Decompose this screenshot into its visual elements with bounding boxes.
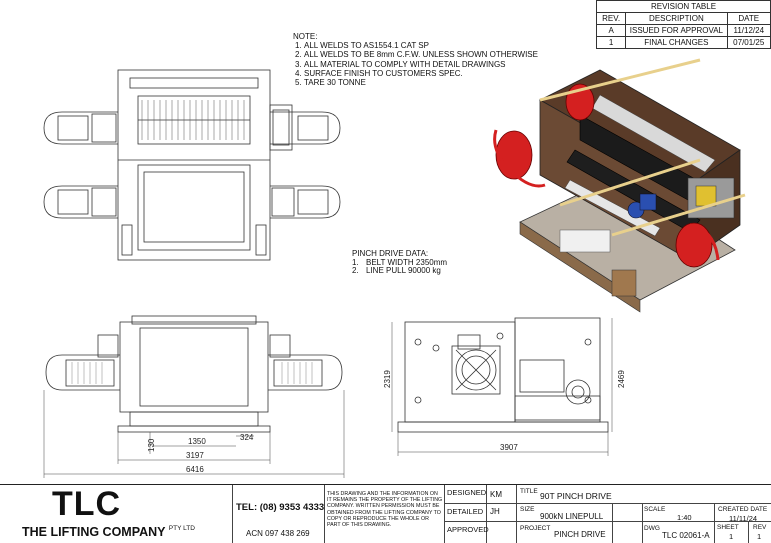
designed-by: KM xyxy=(490,490,502,499)
detailed-label: DETAILED xyxy=(447,507,484,516)
dimension-1350: 1350 xyxy=(188,437,206,446)
project-name: PINCH DRIVE xyxy=(554,530,606,539)
dimension-324: 324 xyxy=(240,433,254,442)
dimension-2469: 2469 xyxy=(617,370,626,388)
notes-heading: NOTE: xyxy=(293,32,318,41)
front-view xyxy=(45,315,343,433)
dimension-3907: 3907 xyxy=(500,443,518,452)
sheet-label: SHEET xyxy=(717,524,739,531)
scale-value: 1:40 xyxy=(677,513,692,522)
dimension-6416: 6416 xyxy=(186,465,204,474)
drawing-title: 90T PINCH DRIVE xyxy=(540,491,612,501)
general-notes: NOTE: 1.ALL WELDS TO AS1554.1 CAT SP 2.A… xyxy=(293,32,538,87)
size-label: SIZE xyxy=(520,506,535,513)
sheet-number: 1 xyxy=(729,532,734,541)
company-logo: TLC xyxy=(52,485,122,523)
detailed-by: JH xyxy=(490,507,500,516)
isometric-view xyxy=(493,58,746,313)
table-row: 1 FINAL CHANGES 07/01/25 xyxy=(595,36,771,49)
side-dimension-lines xyxy=(391,318,613,456)
project-label: PROJECT xyxy=(520,525,551,532)
note-item: 3.ALL MATERIAL TO COMPLY WITH DETAIL DRA… xyxy=(295,59,506,69)
pinch-item: 1.BELT WIDTH 2350mm xyxy=(352,257,448,267)
scale-label: SCALE xyxy=(644,506,666,513)
rev-number: 1 xyxy=(757,532,762,541)
approved-label: APPROVED xyxy=(447,525,489,534)
rev-label: REV xyxy=(753,524,767,531)
pinch-drive-heading: PINCH DRIVE DATA: xyxy=(352,249,429,258)
company-acn: ACN 097 438 269 xyxy=(246,529,310,538)
company-name: THE LIFTING COMPANY PTY LTD xyxy=(22,525,195,539)
note-item: 4.SURFACE FINISH TO CUSTOMERS SPEC. xyxy=(295,68,463,78)
drawing-views: 1350 324 130 3197 6416 2319 2469 3907 xyxy=(43,58,746,478)
pinch-drive-data: PINCH DRIVE DATA: 1.BELT WIDTH 2350mm 2.… xyxy=(352,249,448,276)
top-view xyxy=(43,69,341,261)
created-date: 11/11/24 xyxy=(729,514,758,523)
note-item: 5.TARE 30 TONNE xyxy=(295,78,366,88)
front-dimension-lines xyxy=(43,390,345,478)
dimension-3197: 3197 xyxy=(186,451,204,460)
note-item: 2.ALL WELDS TO BE 8mm C.F.W. UNLESS SHOW… xyxy=(295,50,538,60)
created-label: CREATED DATE xyxy=(718,506,768,513)
drawing-size: 900kN LINEPULL xyxy=(540,512,604,521)
company-tel: TEL: (08) 9353 4333 xyxy=(236,502,325,513)
revision-table: REVISION TABLE REV. DESCRIPTION DATE A I… xyxy=(595,0,771,49)
dwg-number: TLC 02061-A xyxy=(662,531,710,540)
dimension-130: 130 xyxy=(147,438,156,452)
dimension-2319: 2319 xyxy=(383,370,392,388)
designed-label: DESIGNED xyxy=(447,488,487,497)
note-item: 1.ALL WELDS TO AS1554.1 CAT SP xyxy=(295,41,429,51)
pinch-item: 2.LINE PULL 90000 kg xyxy=(352,266,441,276)
title-block: TLC THE LIFTING COMPANY PTY LTD TEL: (08… xyxy=(0,484,771,543)
dwg-label: DWG xyxy=(644,525,660,532)
side-view xyxy=(397,317,609,433)
copyright-disclaimer: THIS DRAWING AND THE INFORMATION ON IT R… xyxy=(327,491,443,529)
title-label: TITLE xyxy=(520,488,538,495)
